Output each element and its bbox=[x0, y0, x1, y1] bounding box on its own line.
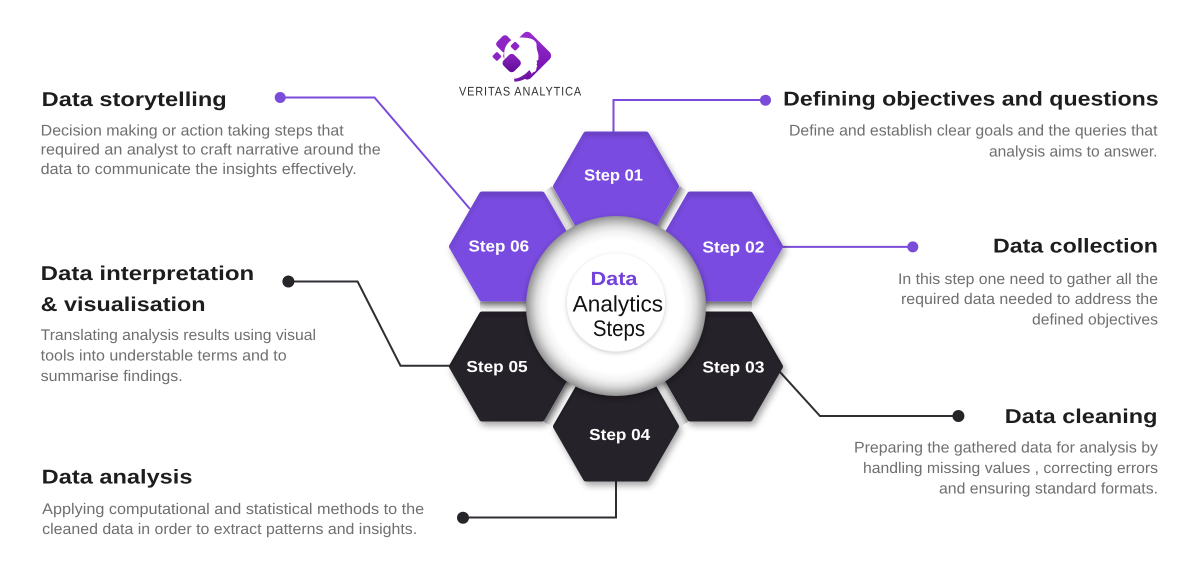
svg-text:cleaned data in order to extra: cleaned data in order to extract pattern… bbox=[42, 521, 417, 538]
svg-text:Applying computational and sta: Applying computational and statistical m… bbox=[42, 501, 424, 518]
svg-text:Define and establish clear goa: Define and establish clear goals and the… bbox=[789, 122, 1158, 139]
svg-text:Data analysis: Data analysis bbox=[42, 466, 193, 488]
svg-text:Step 04: Step 04 bbox=[589, 427, 650, 444]
svg-text:Preparing the gathered data fo: Preparing the gathered data for analysis… bbox=[854, 439, 1158, 456]
svg-text:Data storytelling: Data storytelling bbox=[42, 89, 227, 111]
svg-text:defined objectives: defined objectives bbox=[1032, 312, 1158, 329]
svg-text:& visualisation: & visualisation bbox=[41, 294, 206, 316]
svg-text:Step 01: Step 01 bbox=[584, 168, 643, 185]
svg-text:Data interpretation: Data interpretation bbox=[41, 263, 255, 285]
svg-text:required data needed to addres: required data needed to address the bbox=[901, 291, 1158, 308]
svg-text:Step 05: Step 05 bbox=[466, 359, 527, 376]
svg-text:Translating analysis results u: Translating analysis results using visua… bbox=[41, 327, 316, 344]
svg-text:analysis aims to answer.: analysis aims to answer. bbox=[989, 144, 1158, 161]
svg-text:Steps: Steps bbox=[593, 316, 645, 341]
svg-text:Step 03: Step 03 bbox=[702, 359, 764, 376]
svg-text:Data cleaning: Data cleaning bbox=[1005, 406, 1158, 428]
svg-text:handling missing values , corr: handling missing values , correcting err… bbox=[863, 460, 1158, 477]
svg-text:Step 02: Step 02 bbox=[702, 240, 764, 257]
svg-text:tools into understable terms a: tools into understable terms and to bbox=[41, 347, 287, 364]
svg-text:In this step one need to gathe: In this step one need to gather all the bbox=[898, 271, 1158, 288]
svg-text:and ensuring standard formats.: and ensuring standard formats. bbox=[939, 481, 1158, 498]
svg-text:Decision making or action taki: Decision making or action taking steps t… bbox=[41, 123, 345, 140]
svg-text:Defining objectives and questi: Defining objectives and questions bbox=[783, 89, 1158, 111]
svg-text:Data collection: Data collection bbox=[993, 235, 1158, 257]
svg-text:Step 06: Step 06 bbox=[469, 238, 530, 255]
svg-text:required an analyst to craft n: required an analyst to craft narrative a… bbox=[41, 142, 381, 159]
svg-text:data to communicate the insigh: data to communicate the insights effecti… bbox=[41, 161, 357, 178]
svg-text:Data: Data bbox=[591, 269, 638, 290]
svg-text:Analytics: Analytics bbox=[573, 292, 663, 317]
svg-text:VERITAS ANALYTICA: VERITAS ANALYTICA bbox=[459, 85, 582, 99]
svg-text:summarise findings.: summarise findings. bbox=[41, 368, 183, 385]
